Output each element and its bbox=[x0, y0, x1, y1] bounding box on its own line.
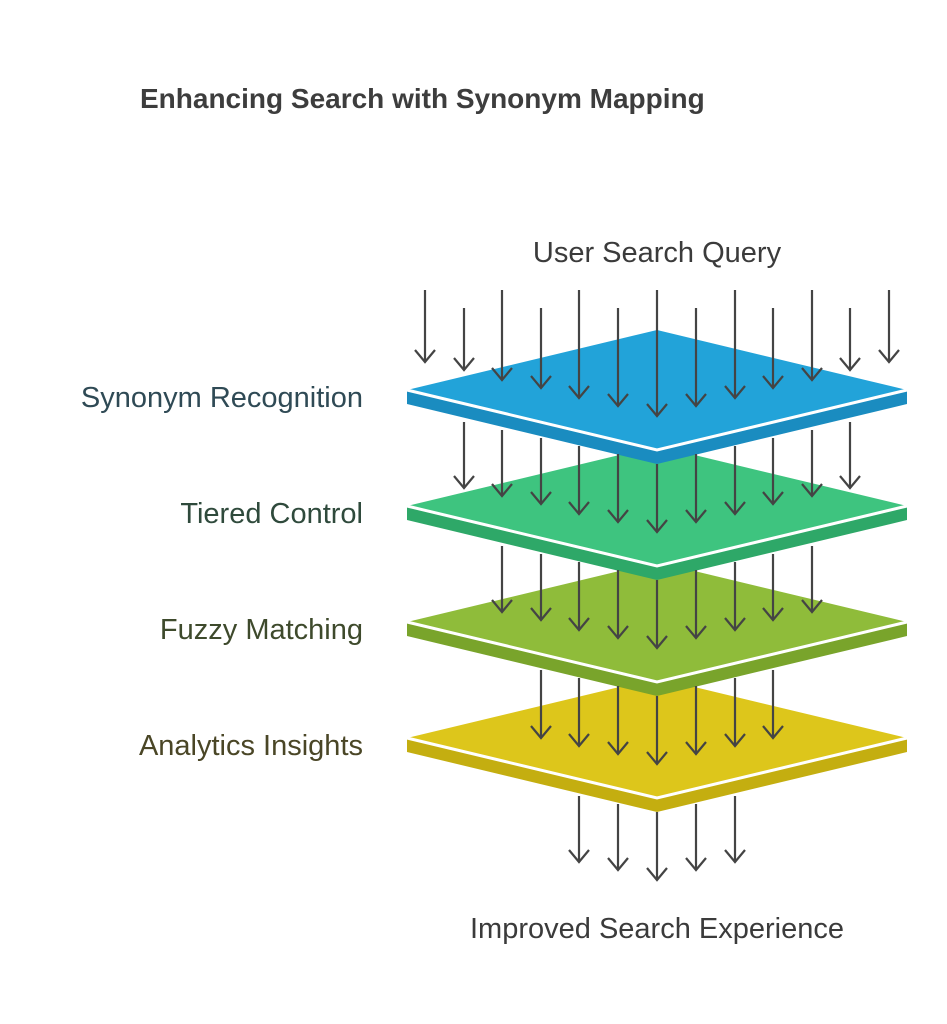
arrow-down-icon bbox=[568, 678, 590, 748]
arrow-down-icon bbox=[724, 678, 746, 748]
arrow-down-icon bbox=[646, 696, 668, 766]
arrow-down-icon bbox=[878, 290, 900, 364]
arrow-down-icon bbox=[762, 670, 784, 740]
arrow-down-icon bbox=[685, 686, 707, 756]
arrow-down-icon bbox=[568, 446, 590, 516]
arrow-down-icon bbox=[762, 438, 784, 506]
arrow-down-icon bbox=[801, 430, 823, 498]
arrow-down-icon bbox=[568, 796, 590, 864]
arrow-down-icon bbox=[839, 308, 861, 372]
arrow-down-icon bbox=[685, 570, 707, 640]
arrow-down-icon bbox=[453, 422, 475, 490]
arrow-down-icon bbox=[530, 438, 552, 506]
layer-label-synonym-recognition: Synonym Recognition bbox=[81, 382, 363, 414]
arrow-down-icon bbox=[453, 308, 475, 372]
arrow-down-icon bbox=[607, 570, 629, 640]
arrow-down-icon bbox=[762, 554, 784, 622]
arrow-down-icon bbox=[491, 430, 513, 498]
arrow-down-icon bbox=[414, 290, 436, 364]
arrow-down-icon bbox=[801, 546, 823, 614]
arrow-down-icon bbox=[607, 454, 629, 524]
layer-label-tiered-control: Tiered Control bbox=[180, 498, 363, 530]
arrow-down-icon bbox=[530, 308, 552, 390]
flow-arrows bbox=[414, 290, 900, 882]
diagram-title: Enhancing Search with Synonym Mapping bbox=[140, 83, 705, 114]
arrow-down-icon bbox=[530, 554, 552, 622]
arrow-down-icon bbox=[646, 580, 668, 650]
input-label: User Search Query bbox=[533, 237, 782, 269]
arrow-down-icon bbox=[839, 422, 861, 490]
arrow-down-icon bbox=[762, 308, 784, 390]
arrow-down-icon bbox=[530, 670, 552, 740]
arrow-down-icon bbox=[491, 290, 513, 382]
arrow-down-icon bbox=[646, 464, 668, 534]
layer-side bbox=[407, 738, 907, 812]
arrow-down-icon bbox=[724, 290, 746, 400]
arrow-down-icon bbox=[607, 686, 629, 756]
layer-label-analytics-insights: Analytics Insights bbox=[139, 730, 363, 762]
layer-side bbox=[407, 622, 907, 696]
layer-edge-highlight bbox=[406, 620, 908, 684]
arrow-down-icon bbox=[491, 546, 513, 614]
layer-edge-highlight bbox=[406, 736, 908, 800]
arrow-down-icon bbox=[724, 562, 746, 632]
arrow-down-icon bbox=[801, 290, 823, 382]
arrow-down-icon bbox=[646, 812, 668, 882]
layer-label-fuzzy-matching: Fuzzy Matching bbox=[160, 614, 363, 646]
layer-edge-highlight bbox=[406, 504, 908, 568]
arrow-down-icon bbox=[685, 308, 707, 408]
output-label: Improved Search Experience bbox=[470, 913, 844, 945]
arrow-down-icon bbox=[724, 796, 746, 864]
arrow-down-icon bbox=[568, 290, 590, 400]
arrow-down-icon bbox=[724, 446, 746, 516]
layer-side bbox=[407, 506, 907, 580]
arrow-down-icon bbox=[607, 804, 629, 872]
arrow-down-icon bbox=[685, 804, 707, 872]
arrow-down-icon bbox=[646, 290, 668, 418]
layer-side bbox=[407, 390, 907, 464]
arrow-down-icon bbox=[685, 454, 707, 524]
arrow-down-icon bbox=[568, 562, 590, 632]
arrow-down-icon bbox=[607, 308, 629, 408]
layer-edge-highlight bbox=[406, 388, 908, 452]
